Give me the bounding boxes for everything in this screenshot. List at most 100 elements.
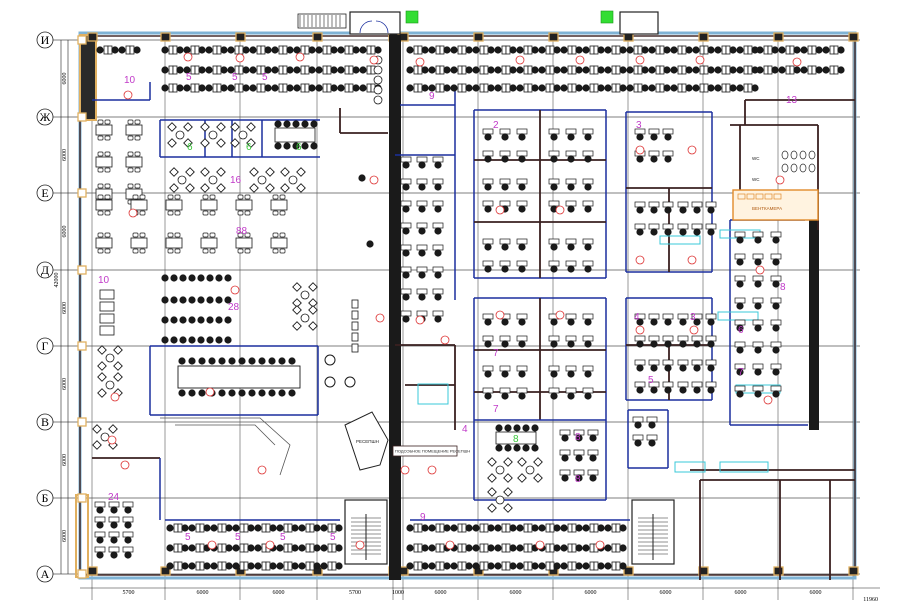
- desk-icon: [559, 429, 571, 436]
- cafe-chair: [272, 248, 279, 254]
- round-table: [495, 495, 505, 505]
- chair-icon: [597, 562, 605, 570]
- desk-icon: [283, 561, 289, 571]
- chair-icon: [650, 155, 658, 163]
- chair-icon: [553, 66, 561, 74]
- desk-icon: [278, 83, 284, 93]
- room-number-marker: [207, 540, 217, 550]
- chair-icon: [402, 271, 410, 279]
- vent-equipment: [737, 193, 746, 200]
- desk-icon: [435, 45, 441, 55]
- chair-icon: [494, 524, 502, 532]
- chair-icon: [181, 524, 189, 532]
- desk-icon: [548, 365, 560, 372]
- chair-icon: [274, 142, 282, 150]
- room-number-marker: [775, 175, 785, 185]
- cafe-chair: [97, 167, 104, 173]
- chair-icon: [736, 258, 744, 266]
- desk-icon: [239, 561, 245, 571]
- desk-icon: [265, 523, 271, 533]
- chair-icon: [210, 562, 218, 570]
- desk-icon: [322, 65, 328, 75]
- vent-chamber: [732, 189, 819, 221]
- chair-icon: [736, 84, 744, 92]
- sofa-icon: [99, 289, 115, 300]
- chair-icon: [335, 524, 343, 532]
- chair-icon: [335, 544, 343, 552]
- chair-icon: [772, 346, 780, 354]
- chair-icon: [756, 66, 764, 74]
- toilet-icon: [781, 163, 789, 173]
- desk-icon: [705, 223, 717, 230]
- desk-icon: [479, 561, 485, 571]
- desk-icon: [565, 313, 577, 320]
- lounge-chair: [265, 167, 275, 177]
- desk-icon: [611, 65, 617, 75]
- desk-icon: [239, 543, 245, 553]
- desk-icon: [416, 178, 428, 185]
- chair-icon: [772, 390, 780, 398]
- chair-icon: [450, 66, 458, 74]
- chair-icon: [550, 318, 558, 326]
- cafe-chair: [134, 167, 141, 173]
- chair-icon: [283, 142, 291, 150]
- desk-icon: [216, 83, 222, 93]
- chair-icon: [597, 46, 605, 54]
- chair-icon: [418, 293, 426, 301]
- lounge-chair: [108, 424, 118, 434]
- lounge-chair: [97, 388, 107, 398]
- chair-icon: [518, 205, 526, 213]
- cafe-chair: [127, 135, 134, 141]
- chair-icon: [434, 205, 442, 213]
- chair-icon: [179, 336, 187, 344]
- chair-icon: [531, 562, 539, 570]
- chair-icon: [450, 524, 458, 532]
- chair-icon: [751, 46, 759, 54]
- chair-icon: [206, 336, 214, 344]
- chair-icon: [170, 296, 178, 304]
- cafe-chair: [127, 167, 134, 173]
- bar-stool: [351, 332, 359, 342]
- desk-icon: [582, 387, 594, 394]
- cafe-chair: [272, 232, 279, 238]
- facade-column: [77, 493, 87, 503]
- toilet-icon: [808, 163, 816, 173]
- exit-sign-icon: [405, 10, 419, 24]
- chair-icon: [501, 133, 509, 141]
- chair-icon: [531, 524, 539, 532]
- desk-icon: [432, 156, 444, 163]
- chair-icon: [582, 524, 590, 532]
- desk-icon: [435, 523, 441, 533]
- desk-icon: [239, 523, 245, 533]
- desk-icon: [501, 523, 507, 533]
- corner-column-top: [79, 34, 97, 121]
- desk-icon: [677, 313, 689, 320]
- row-dimension: 6000: [62, 302, 68, 314]
- room-capacity-label: 7: [493, 348, 499, 359]
- room-number-marker: [295, 52, 305, 62]
- desk-icon: [499, 238, 511, 245]
- chair-icon: [604, 562, 612, 570]
- chair-icon: [428, 84, 436, 92]
- chair-icon: [693, 386, 701, 394]
- desk-icon: [677, 45, 683, 55]
- chair-icon: [772, 236, 780, 244]
- desk-icon: [523, 561, 529, 571]
- desk-icon: [743, 65, 749, 75]
- desk-icon: [461, 83, 467, 93]
- chair-icon: [793, 66, 801, 74]
- chair-icon: [670, 66, 678, 74]
- chair-icon: [513, 424, 521, 432]
- chair-icon: [575, 84, 583, 92]
- desk-icon: [634, 381, 646, 388]
- chair-icon: [685, 84, 693, 92]
- vent-equipment: [764, 193, 773, 200]
- desk-icon: [545, 543, 551, 553]
- desk-icon: [400, 266, 412, 273]
- lounge-chair: [92, 424, 102, 434]
- round-table: [300, 313, 310, 323]
- chair-icon: [276, 544, 284, 552]
- desk-icon: [432, 288, 444, 295]
- room-number-marker: [595, 540, 605, 550]
- desk-icon: [287, 561, 293, 571]
